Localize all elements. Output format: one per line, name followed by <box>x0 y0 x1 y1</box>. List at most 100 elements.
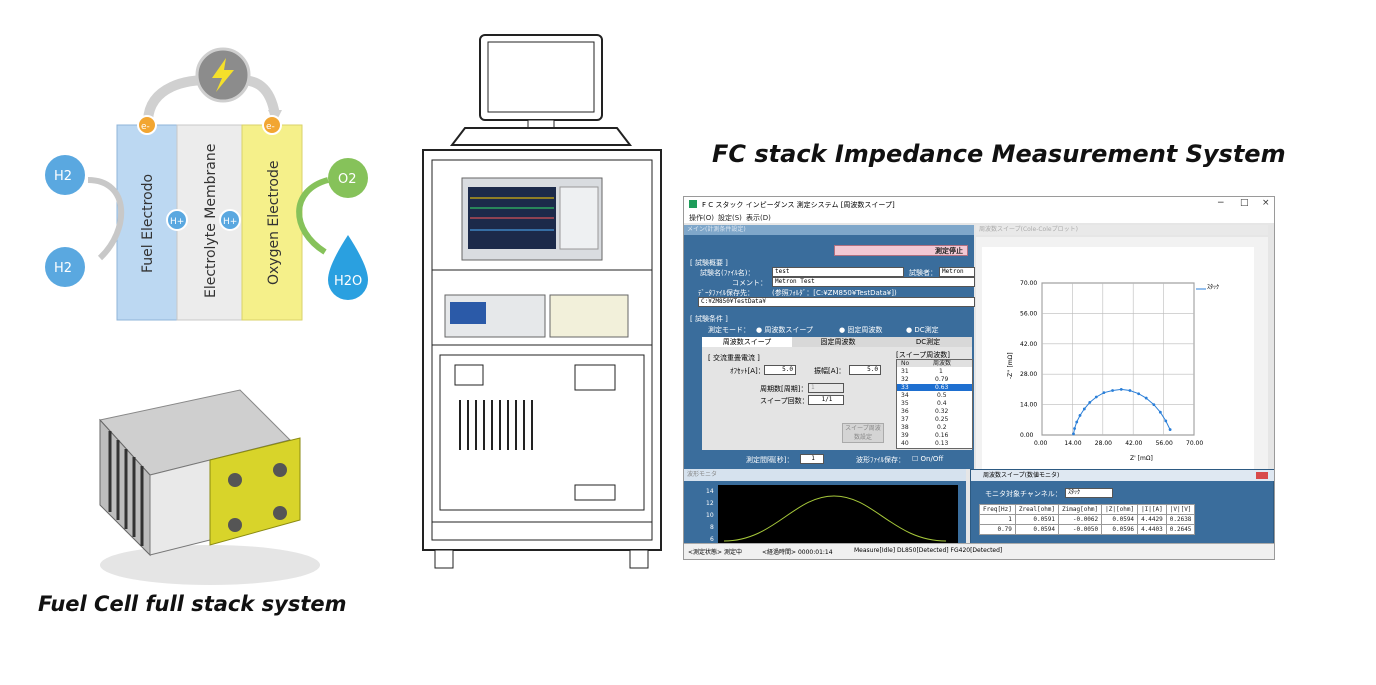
cole-cole-chart: 0.000.0014.0014.0028.0028.0042.0042.0056… <box>1007 280 1219 462</box>
mode-label: 測定モード： <box>708 326 750 334</box>
panel-slot <box>454 364 484 386</box>
waveform-save-checkbox[interactable]: ☐ On/Off <box>912 455 944 463</box>
monitor-channel-select[interactable]: ｽﾀｯｸ <box>1065 488 1113 498</box>
panel-slot <box>574 364 616 391</box>
comment-label: コメント： <box>732 279 767 287</box>
x-axis-label: Z' [mΩ] <box>1130 455 1153 462</box>
minimize-button[interactable]: − <box>1217 198 1225 208</box>
tab-dc[interactable]: DC測定 <box>915 338 941 346</box>
water-drop-icon <box>328 235 368 300</box>
menu-settings[interactable]: 設定(S) <box>718 214 742 222</box>
monitor-table: Freq[Hz]Zreal[ohm]Zimag[ohm] |Z|[ohm]|I|… <box>979 504 1196 535</box>
lightning-icon <box>212 58 234 92</box>
panel-slot <box>574 484 616 501</box>
ac-heading: [ 交流重畳電流 ] <box>708 354 760 362</box>
h2-flow-arrow <box>87 177 125 261</box>
data-point <box>1075 420 1079 424</box>
tick-label: 12 <box>706 500 714 507</box>
interval-input[interactable]: 1 <box>800 454 824 464</box>
maximize-button[interactable]: □ <box>1240 198 1249 208</box>
status-elapsed: <経過時間> 0000:01:14 <box>762 549 833 556</box>
data-point <box>1082 407 1086 411</box>
stop-measurement-button[interactable]: 測定停止 <box>834 245 968 256</box>
numeric-monitor: 周波数スイープ(数値モニタ) モニタ対象チャンネル： ｽﾀｯｸ Freq[Hz]… <box>970 469 1274 545</box>
conditions-heading: [ 試験条件 ] <box>690 315 728 323</box>
menu-operation[interactable]: 操作(O) <box>689 214 714 222</box>
test-name-input[interactable]: test <box>772 267 904 277</box>
offset-input[interactable]: 5.0 <box>764 365 796 375</box>
offset-label: ｵﾌｾｯﾄ[A]： <box>730 367 765 375</box>
tab-fixed[interactable]: 固定周波数 <box>820 338 856 346</box>
fuel-electrode-label: Fuel Electrodo <box>140 174 156 273</box>
fuel-cell-diagram: Fuel Electrodo Electrolyte Membrane Oxyg… <box>45 47 368 321</box>
x-tick-label: 0.00 <box>1034 440 1048 447</box>
folder-path-input[interactable]: C:¥ZM850¥TestData¥ <box>698 297 975 307</box>
title-bar: F C スタック インピーダンス 測定システム [周波数スイープ] − □ × <box>684 197 1274 211</box>
tester-label: 試験者： <box>909 269 937 277</box>
table-header: Freq[Hz]Zreal[ohm]Zimag[ohm] |Z|[ohm]|I|… <box>979 504 1196 515</box>
sweep-count-value: 1/1 <box>808 395 844 405</box>
data-point <box>1088 401 1092 404</box>
mode-tabs: 周波数スイープ 固定周波数 DC測定 <box>702 337 972 347</box>
vent-grille <box>459 400 533 450</box>
close-button[interactable]: × <box>1262 198 1270 208</box>
data-point <box>1164 419 1168 423</box>
menu-view[interactable]: 表示(D) <box>746 214 771 222</box>
legend-label: ｽﾀｯｸ <box>1207 284 1219 291</box>
radio-dc[interactable]: ● DC測定 <box>906 326 939 334</box>
tick-label: 14 <box>706 488 714 495</box>
sweep-frequency-button[interactable]: スイープ周波数設定 <box>842 423 884 443</box>
window-title: F C スタック インピーダンス 測定システム [周波数スイープ] <box>702 201 895 209</box>
radio-sweep[interactable]: ● 周波数スイープ <box>756 326 813 334</box>
shadow <box>100 545 320 585</box>
generator-display <box>450 302 486 324</box>
menu-bar: 操作(O) 設定(S) 表示(D) <box>684 211 1274 223</box>
data-point <box>1158 410 1162 414</box>
electron-label: e- <box>141 122 150 132</box>
data-point <box>1144 396 1148 400</box>
radio-fixed[interactable]: ● 固定周波数 <box>839 326 883 334</box>
oxygen-electrode-label: Oxygen Electrode <box>266 161 282 285</box>
tab-sweep[interactable]: 周波数スイープ <box>702 337 792 347</box>
y-tick-label: 56.00 <box>1020 310 1037 317</box>
app-window: F C スタック インピーダンス 測定システム [周波数スイープ] − □ × … <box>683 196 1275 560</box>
bolt-icon <box>228 518 242 532</box>
tick-label: 10 <box>706 512 714 519</box>
comment-input[interactable]: Metron Test <box>772 277 975 287</box>
waveform-plot-area <box>718 485 958 543</box>
series-line <box>1073 388 1171 434</box>
y-axis-label: -Z'' [mΩ] <box>1007 352 1014 379</box>
data-point <box>1128 389 1132 392</box>
period-select[interactable]: 1 <box>808 383 844 393</box>
data-point <box>1137 392 1141 396</box>
interval-label: 測定間隔[秒]： <box>746 456 794 464</box>
proton-label: H+ <box>170 217 184 227</box>
y-tick-label: 42.00 <box>1020 341 1037 348</box>
amplitude-input[interactable]: 5.0 <box>849 365 881 375</box>
electron-path <box>143 75 206 121</box>
close-icon[interactable] <box>1256 472 1268 479</box>
folder-label: ﾃﾞｰﾀﾌｧｲﾙ保存先： <box>698 289 754 297</box>
measurement-rack-illustration <box>422 34 662 569</box>
data-point <box>1078 414 1082 417</box>
monitor-screen <box>487 41 595 113</box>
stack-caption: Fuel Cell full stack system <box>38 592 347 616</box>
tester-input[interactable]: Metron <box>939 267 975 277</box>
y-tick-label: 14.00 <box>1020 402 1037 409</box>
h2o-label: H2O <box>334 274 362 289</box>
caster <box>434 549 454 569</box>
bolt-icon <box>273 463 287 477</box>
status-state: <測定状態> 測定中 <box>688 549 742 556</box>
